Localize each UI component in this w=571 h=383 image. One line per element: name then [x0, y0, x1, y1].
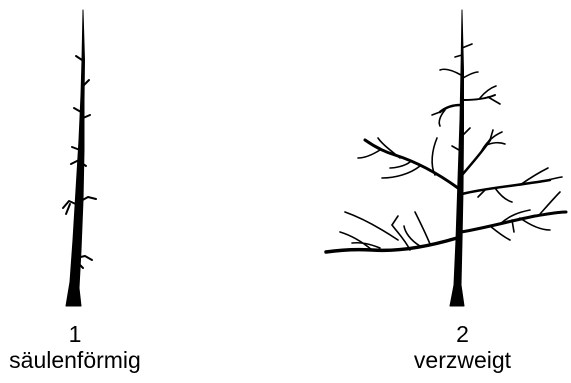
- branched-main-limbs: [324, 94, 568, 254]
- figure-1-label: säulenförmig: [9, 347, 141, 373]
- figure-1-caption: 1 säulenförmig: [0, 321, 150, 373]
- branched-tree-drawing: [324, 9, 568, 307]
- columnar-tree-drawing: [62, 9, 97, 307]
- columnar-trunk: [65, 9, 85, 307]
- figure-2-number: 2: [456, 321, 469, 347]
- columnar-side-shoots: [62, 55, 97, 269]
- figure-2-label: verzweigt: [413, 347, 512, 373]
- branched-twigs: [339, 43, 563, 251]
- figure-2-caption: 2 verzweigt: [380, 321, 545, 373]
- figure-1-number: 1: [68, 321, 82, 347]
